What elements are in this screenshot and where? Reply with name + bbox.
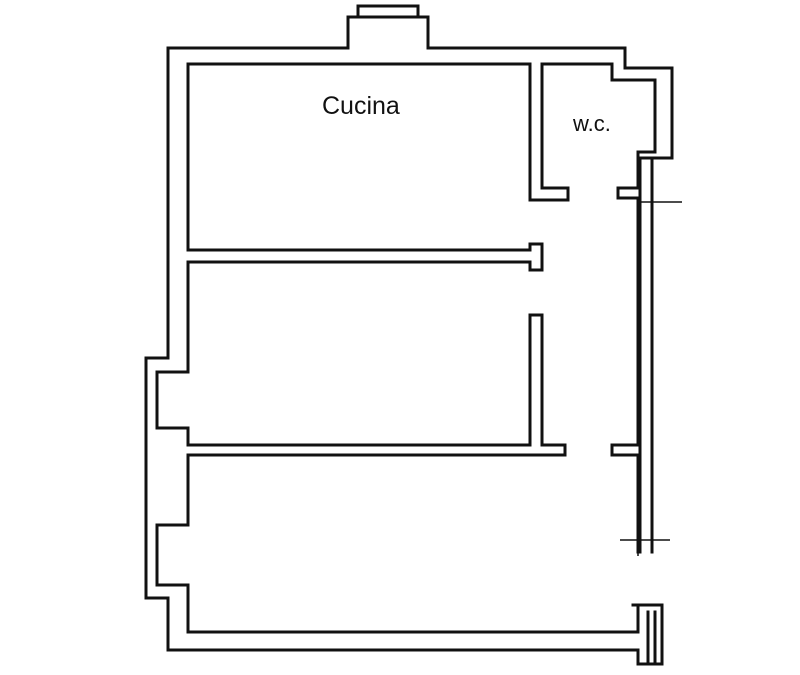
- top-wall-right: [426, 46, 674, 160]
- room-label-kitchen: Cucina: [322, 92, 400, 120]
- corner-pier: [646, 610, 657, 666]
- corridor-wall: [610, 156, 654, 554]
- chimney-stack: [346, 15, 430, 50]
- kitchen-partition: [186, 242, 544, 272]
- wc-left-wall: [528, 62, 657, 202]
- chimney-cap: [356, 4, 420, 19]
- wc-right-wall: [616, 150, 657, 200]
- room-label-wc: w.c.: [573, 111, 611, 136]
- outer-wall-inner-line: [155, 62, 640, 634]
- middle-partition: [186, 313, 567, 457]
- outer-wall-outer-line: [144, 46, 664, 666]
